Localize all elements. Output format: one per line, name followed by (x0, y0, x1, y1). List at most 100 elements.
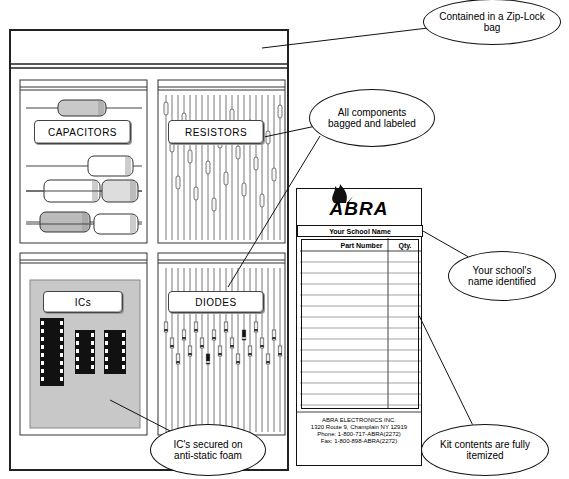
ic-pin (122, 333, 125, 337)
diode-lead (166, 268, 167, 432)
diode-band (194, 329, 198, 331)
capacitor-band (98, 101, 104, 115)
diode-band (200, 345, 204, 347)
ic-pin (91, 349, 94, 353)
table-row-rule (300, 372, 422, 373)
diode-symbol (176, 354, 180, 364)
bag-seal (158, 90, 285, 91)
ic-pin (41, 337, 44, 341)
capacitor-symbol (58, 100, 106, 116)
resistor-symbol (260, 194, 264, 207)
ic-pin (60, 337, 63, 341)
diode-band (248, 353, 252, 355)
address-line: 1320 Route 9, Champlain NY 12919 (297, 424, 421, 431)
diode-symbol (230, 338, 234, 348)
address-rule (296, 412, 422, 413)
resistor-symbol (206, 161, 210, 174)
leader-line (228, 136, 320, 287)
callout-text: Your school's name identified (463, 265, 541, 288)
diode-symbol (224, 322, 228, 332)
bag-label-text: ICs (75, 297, 92, 308)
ic-pin (76, 365, 79, 369)
ic-pin (91, 341, 94, 345)
slip-table-rules (296, 238, 422, 412)
diode-band (230, 345, 234, 347)
packing-slip: ABRAELECTRONICSABRA ELECTRONICS INC.1320… (296, 188, 422, 466)
capacitor-band (82, 213, 88, 231)
diode-symbol (248, 346, 252, 356)
diode-symbol (194, 322, 198, 332)
ic-pin (122, 365, 125, 369)
bag-label: ICs (43, 291, 123, 313)
resistor-symbol (272, 168, 276, 181)
component-bag (20, 253, 147, 435)
ic-pin (105, 349, 108, 353)
ic-pin (60, 377, 63, 381)
diode-band (278, 353, 282, 355)
diode-band (182, 337, 186, 339)
component-bag (20, 80, 147, 243)
table-row-rule (300, 295, 422, 296)
ic-pin (105, 333, 108, 337)
diode-symbol (272, 330, 276, 340)
ic-pin (76, 341, 79, 345)
diode-band (254, 329, 258, 331)
diode-symbol (242, 330, 246, 340)
capacitor-symbol (88, 156, 133, 176)
resistor-symbol (254, 157, 258, 170)
callout-text: Kit contents are fully itemized (436, 439, 534, 462)
logo-text: ABRA (297, 199, 421, 218)
ic-pin (91, 365, 94, 369)
table-row-rule (300, 262, 422, 263)
diode-band (266, 361, 270, 363)
ic-pin (76, 357, 79, 361)
resistor-lead (268, 95, 269, 240)
table-row-rule (300, 317, 422, 318)
callout-text: Contained in a Zip-Lock bag (438, 11, 546, 34)
resistor-symbol (188, 150, 192, 163)
resistor-lead (172, 95, 173, 240)
resistor-symbol (224, 172, 228, 185)
table-column-rule (388, 238, 389, 408)
capacitor-band (125, 157, 131, 175)
bag-label: RESISTORS (168, 120, 264, 144)
diode-band (170, 345, 174, 347)
diode-lead (268, 268, 269, 432)
resistor-symbol (176, 176, 180, 189)
resistor-lead (214, 95, 215, 240)
ic-pin (60, 353, 63, 357)
ic-pin (41, 361, 44, 365)
bag-seal (158, 263, 285, 264)
diode-symbol (170, 338, 174, 348)
bag-label: CAPACITORS (34, 120, 131, 144)
resistor-lead (196, 95, 197, 240)
resistor-symbol (266, 131, 270, 144)
leader-line (262, 28, 428, 48)
diode-symbol (200, 338, 204, 348)
table-row-rule (300, 405, 422, 406)
diode-band (224, 329, 228, 331)
bag-seal (20, 263, 147, 264)
resistor-symbol (164, 102, 168, 115)
resistor-symbol (242, 183, 246, 196)
resistor-symbol (212, 198, 216, 211)
diode-band (236, 361, 240, 363)
diode-band (260, 345, 264, 347)
diode-band (188, 353, 192, 355)
diode-symbol (260, 338, 264, 348)
table-header-rule (300, 251, 422, 252)
ic-pin (41, 345, 44, 349)
parts-table: Part NumberQty. (301, 239, 419, 409)
resistor-lead (250, 95, 251, 240)
resistor-lead (238, 95, 239, 240)
leader-line (110, 400, 176, 434)
diode-symbol (266, 354, 270, 364)
diode-symbol (236, 354, 240, 364)
resistor-lead (202, 95, 203, 240)
bag-label-text: DIODES (195, 297, 236, 308)
diode-symbol (188, 346, 192, 356)
resistor-symbol (194, 187, 198, 200)
diode-symbol (164, 322, 168, 332)
ic-pin (41, 329, 44, 333)
